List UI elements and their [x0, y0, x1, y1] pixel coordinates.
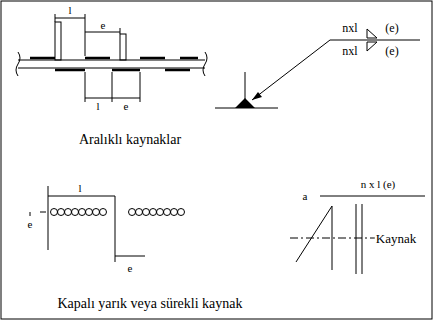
caption-label: Kaynak [375, 232, 417, 245]
break-line [16, 52, 20, 76]
plate [356, 204, 362, 274]
dimension-label: n x l (e) [360, 179, 397, 190]
plate [18, 60, 205, 68]
fillet-symbol [367, 42, 377, 51]
arrow-head [252, 92, 262, 100]
intermittent-weld [55, 69, 190, 72]
break-line [203, 52, 207, 76]
stiffener [55, 22, 61, 60]
caption-label: Aralıklı kaynaklar [78, 133, 182, 147]
dimension-line [30, 212, 46, 216]
continuous-weld [51, 209, 185, 216]
dimension-label: l [77, 183, 82, 194]
intermittent-weld [30, 57, 198, 60]
dimension-line [55, 14, 85, 56]
dimension-label: nxl [341, 22, 358, 34]
arrow-line [252, 40, 420, 100]
dimension-line [85, 72, 140, 102]
fillet-weld [235, 98, 255, 108]
dimension-label: e [27, 219, 34, 230]
dimension-label: e [100, 20, 107, 31]
dimension-label: a [302, 191, 309, 202]
dimension-label: nxl [341, 45, 358, 57]
caption-label: Kapalı yarık veya sürekli kaynak [56, 297, 243, 311]
plate-outline [48, 186, 145, 262]
stiffener [120, 34, 126, 60]
dimension-label: (e) [384, 22, 399, 34]
dimension-label: e [123, 101, 130, 112]
center-line [290, 238, 376, 239]
dimension-label: l [67, 5, 72, 16]
dimension-label: (e) [384, 45, 399, 57]
joint-section [215, 72, 278, 108]
fillet-symbol [367, 29, 377, 38]
dimension-label: e [127, 263, 134, 274]
dimension-label: l [95, 101, 100, 112]
dimension-line [320, 196, 425, 197]
